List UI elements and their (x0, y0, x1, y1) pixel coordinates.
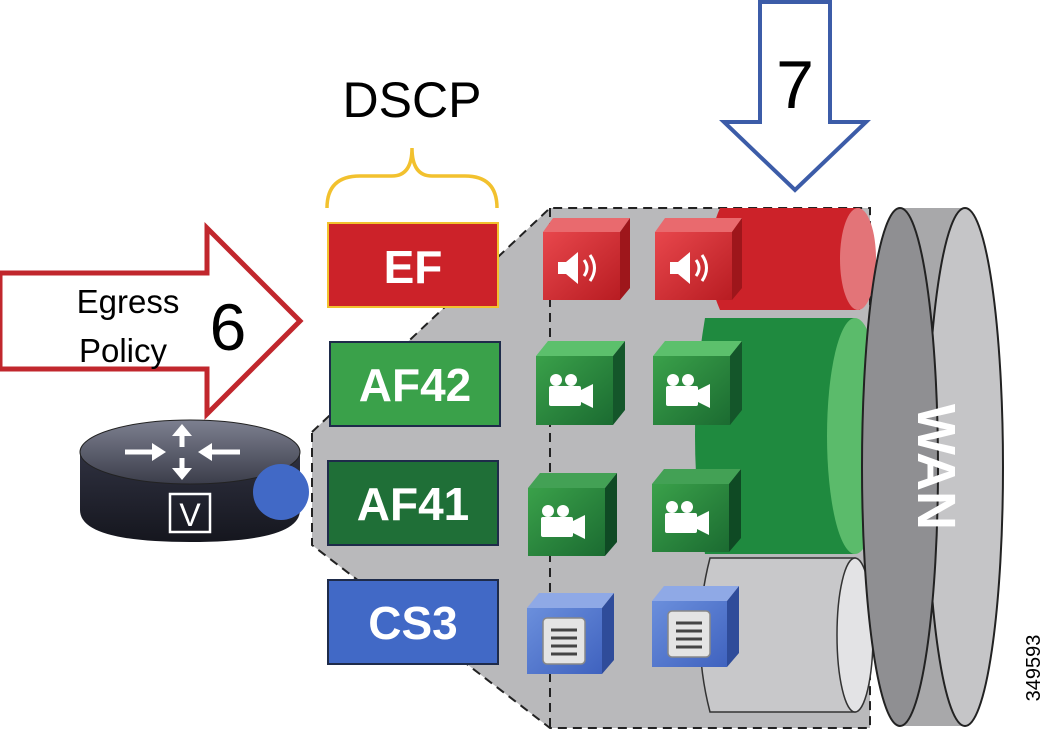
egress-label-line1: Egress (77, 283, 180, 320)
document-icon (542, 617, 586, 665)
video-camera-icon (549, 374, 593, 408)
egress-label-line2: Policy (79, 332, 168, 369)
cs3-packet-cube-2 (652, 586, 739, 667)
dscp-heading: DSCP (343, 72, 482, 128)
video-camera-icon (666, 374, 710, 408)
dscp-box-af42: AF42 (329, 341, 501, 427)
dscp-box-ef: EF (327, 222, 499, 308)
dscp-label-cs3: CS3 (368, 597, 457, 649)
af42-packet-cube-1 (536, 341, 625, 425)
dscp-label-af42: AF42 (359, 359, 471, 411)
speaker-icon (670, 252, 708, 284)
cs3-packet-cube-1 (527, 593, 614, 674)
router-arrows-icon (125, 424, 240, 480)
dscp-box-cs3: CS3 (327, 579, 499, 665)
wan-step-arrow: 7 (719, 0, 871, 193)
speaker-icon (558, 252, 596, 284)
wan-label: WAN (906, 404, 966, 530)
dscp-box-af41: AF41 (327, 460, 499, 546)
router-badge-letter: V (179, 497, 201, 533)
egress-policy-arrow: Egress Policy 6 (0, 221, 304, 421)
video-camera-icon (665, 501, 709, 535)
step-number-6: 6 (210, 290, 247, 364)
queue-pipe-ef (709, 208, 876, 310)
video-camera-icon (541, 505, 585, 539)
ef-packet-cube-1 (543, 218, 630, 300)
ef-packet-cube-2 (655, 218, 742, 300)
router-icon: V (79, 419, 301, 542)
dscp-label-af41: AF41 (357, 478, 469, 530)
af41-packet-cube-2 (652, 469, 741, 552)
document-icon (667, 610, 711, 658)
af41-packet-cube-1 (528, 473, 617, 556)
wan-cylinder: WAN (861, 207, 1004, 727)
step-number-7: 7 (776, 47, 814, 123)
dscp-label-ef: EF (384, 241, 443, 293)
af42-packet-cube-2 (653, 341, 742, 425)
router-badge (168, 492, 212, 534)
dscp-brace (325, 147, 499, 209)
router-interface-dot (253, 464, 309, 520)
figure-id: 349593 (1023, 635, 1045, 702)
